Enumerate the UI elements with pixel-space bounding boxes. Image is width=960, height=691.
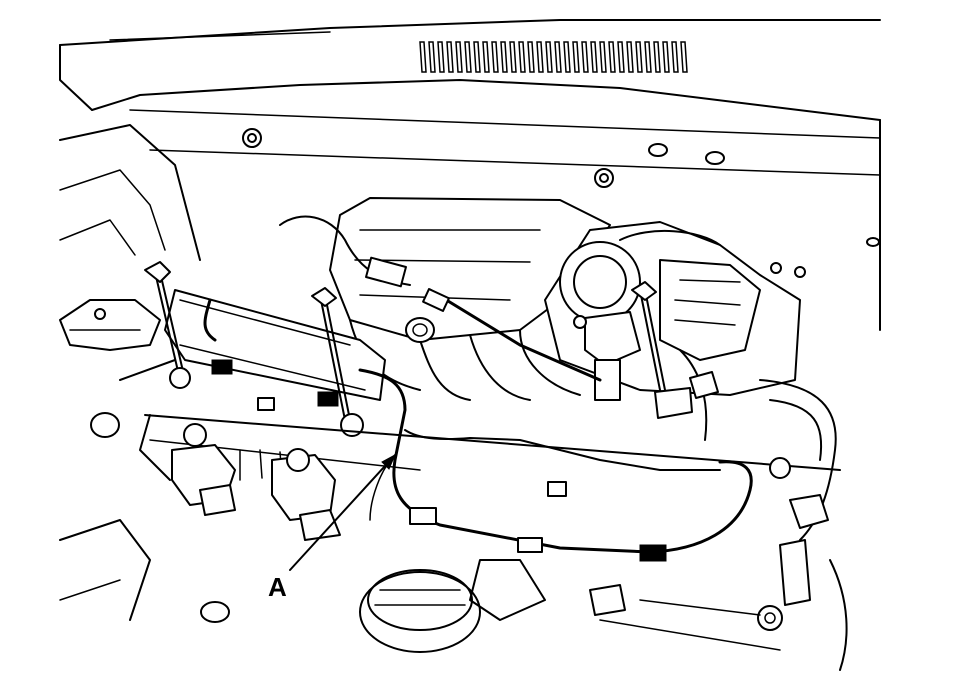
right-side-hoses (757, 379, 848, 671)
grille-slat (500, 41, 508, 73)
grille-slat (653, 41, 661, 73)
grille-slat (482, 41, 490, 73)
grille-slat (518, 41, 526, 73)
strut-tower-left (59, 299, 161, 351)
wire-harness (203, 298, 753, 562)
grille-slat (617, 41, 625, 73)
grille-slat (428, 41, 436, 73)
grille-slat (527, 41, 535, 73)
throttle-body (544, 221, 801, 401)
lower-engine-parts (59, 519, 781, 651)
mounting-bolts (144, 261, 666, 437)
grille-slat (491, 41, 499, 73)
cowl-grille (419, 41, 688, 73)
grille-slat (437, 41, 445, 73)
grille-slat (581, 41, 589, 73)
throttle-cable (279, 215, 721, 382)
grille-slat (572, 41, 580, 73)
cowl-bolts (242, 128, 880, 278)
grille-slat (464, 41, 472, 73)
grille-slat (545, 41, 553, 73)
fuel-rail-bar (164, 289, 386, 411)
grille-slat (554, 41, 562, 73)
grille-slat (563, 41, 571, 73)
grille-slat (509, 41, 517, 73)
grille-slat (419, 41, 427, 73)
grille-slat (590, 41, 598, 73)
grille-slat (455, 41, 463, 73)
grille-slat (536, 41, 544, 73)
grille-slat (626, 41, 634, 73)
oil-filler-cap (359, 569, 481, 653)
grille-slat (662, 41, 670, 73)
grille-slat (599, 41, 607, 73)
grille-slat (644, 41, 652, 73)
grille-slat (635, 41, 643, 73)
grille-slat (473, 41, 481, 73)
grille-slat (446, 41, 454, 73)
callout-a-label: A (268, 572, 287, 602)
grille-slat (680, 41, 688, 73)
grille-slat (671, 41, 679, 73)
hood-outline (59, 19, 881, 331)
callout-a: A (268, 453, 397, 602)
ignition-coils (90, 412, 341, 541)
grille-slat (608, 41, 616, 73)
